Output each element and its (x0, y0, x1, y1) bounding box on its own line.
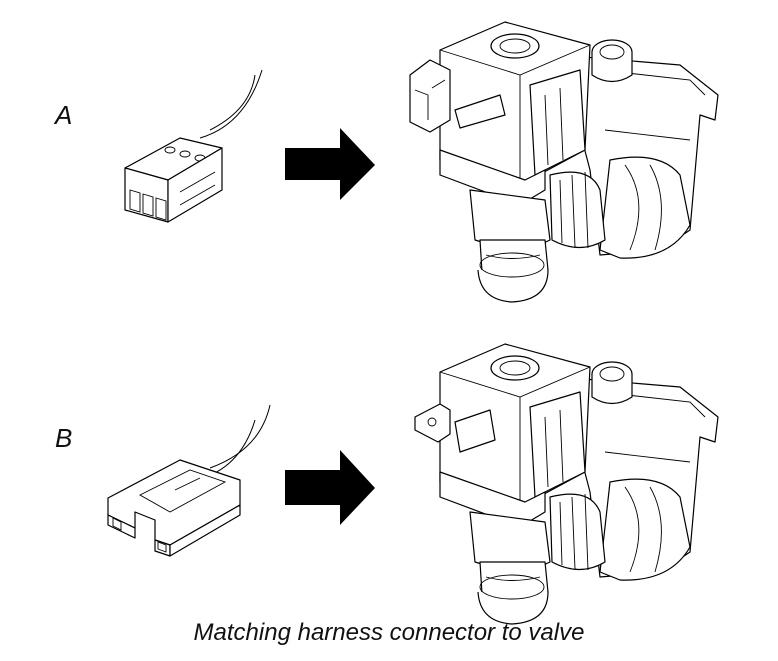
row-a-label: A (55, 100, 73, 130)
arrow-a (285, 128, 375, 200)
connector-b-2terminal (107, 404, 271, 557)
valve-a (409, 21, 719, 303)
valve-b (414, 343, 719, 625)
figure-caption: Matching harness connector to valve (193, 619, 585, 646)
connector-a-3pin (124, 69, 263, 223)
arrow-b (285, 450, 375, 525)
row-b-label: B (55, 423, 73, 453)
wire-b (209, 404, 271, 469)
wire-a (209, 74, 256, 131)
